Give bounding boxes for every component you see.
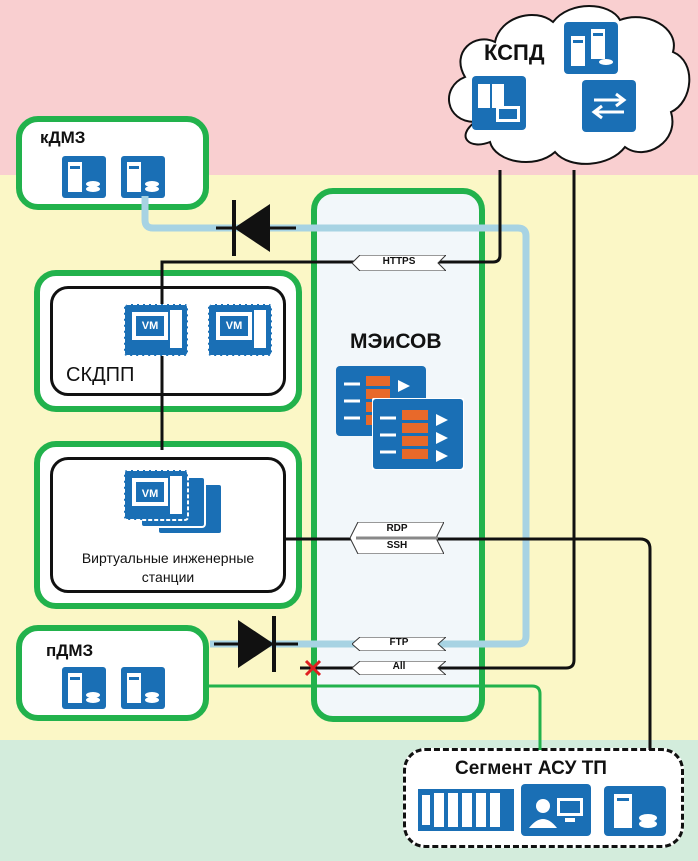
operator-workstation-icon — [521, 784, 591, 836]
server-icon — [121, 156, 165, 198]
vm-icon — [124, 304, 188, 356]
kdmz-title: кДМЗ — [40, 128, 86, 147]
kspd-title: КСПД — [484, 40, 545, 65]
asu-title: Сегмент АСУ ТП — [455, 758, 607, 779]
vm-label: VM — [141, 488, 159, 500]
pdmz-title: пДМЗ — [46, 641, 94, 660]
vm-label: VM — [225, 320, 243, 332]
data-diode-icon — [214, 616, 298, 672]
vm-label: VM — [141, 320, 159, 332]
plc-rack-icon — [418, 789, 514, 831]
server-icon — [62, 156, 106, 198]
server-icon — [62, 667, 106, 709]
server-group-icon — [564, 22, 618, 74]
all-badge — [352, 661, 446, 675]
https-badge — [352, 255, 446, 271]
meisov-title: МЭиСОВ — [350, 330, 442, 353]
ssh-label: SSH — [386, 540, 408, 551]
skdpp-title: СКДПП — [66, 364, 135, 386]
pdmz-box — [16, 625, 209, 721]
https-label: HTTPS — [382, 256, 416, 267]
vm-icon — [208, 304, 272, 356]
data-diode-icon — [216, 200, 296, 256]
server-icon — [121, 667, 165, 709]
eng-title-line1: Виртуальные инженерные — [81, 550, 255, 566]
servers-workstation-icon — [472, 76, 526, 130]
vm-stack-icon — [124, 470, 223, 535]
kdmz-box — [16, 116, 209, 210]
rdp-label: RDP — [386, 523, 408, 534]
ftp-badge — [352, 637, 446, 651]
all-label: All — [392, 661, 406, 672]
server-icon — [604, 786, 666, 836]
network-switch-icon — [582, 80, 636, 132]
rdp-ssh-badge — [350, 522, 444, 554]
ftp-label: FTP — [389, 637, 409, 648]
firewall-icon — [372, 398, 464, 470]
eng-title-line2: станции — [141, 569, 195, 585]
